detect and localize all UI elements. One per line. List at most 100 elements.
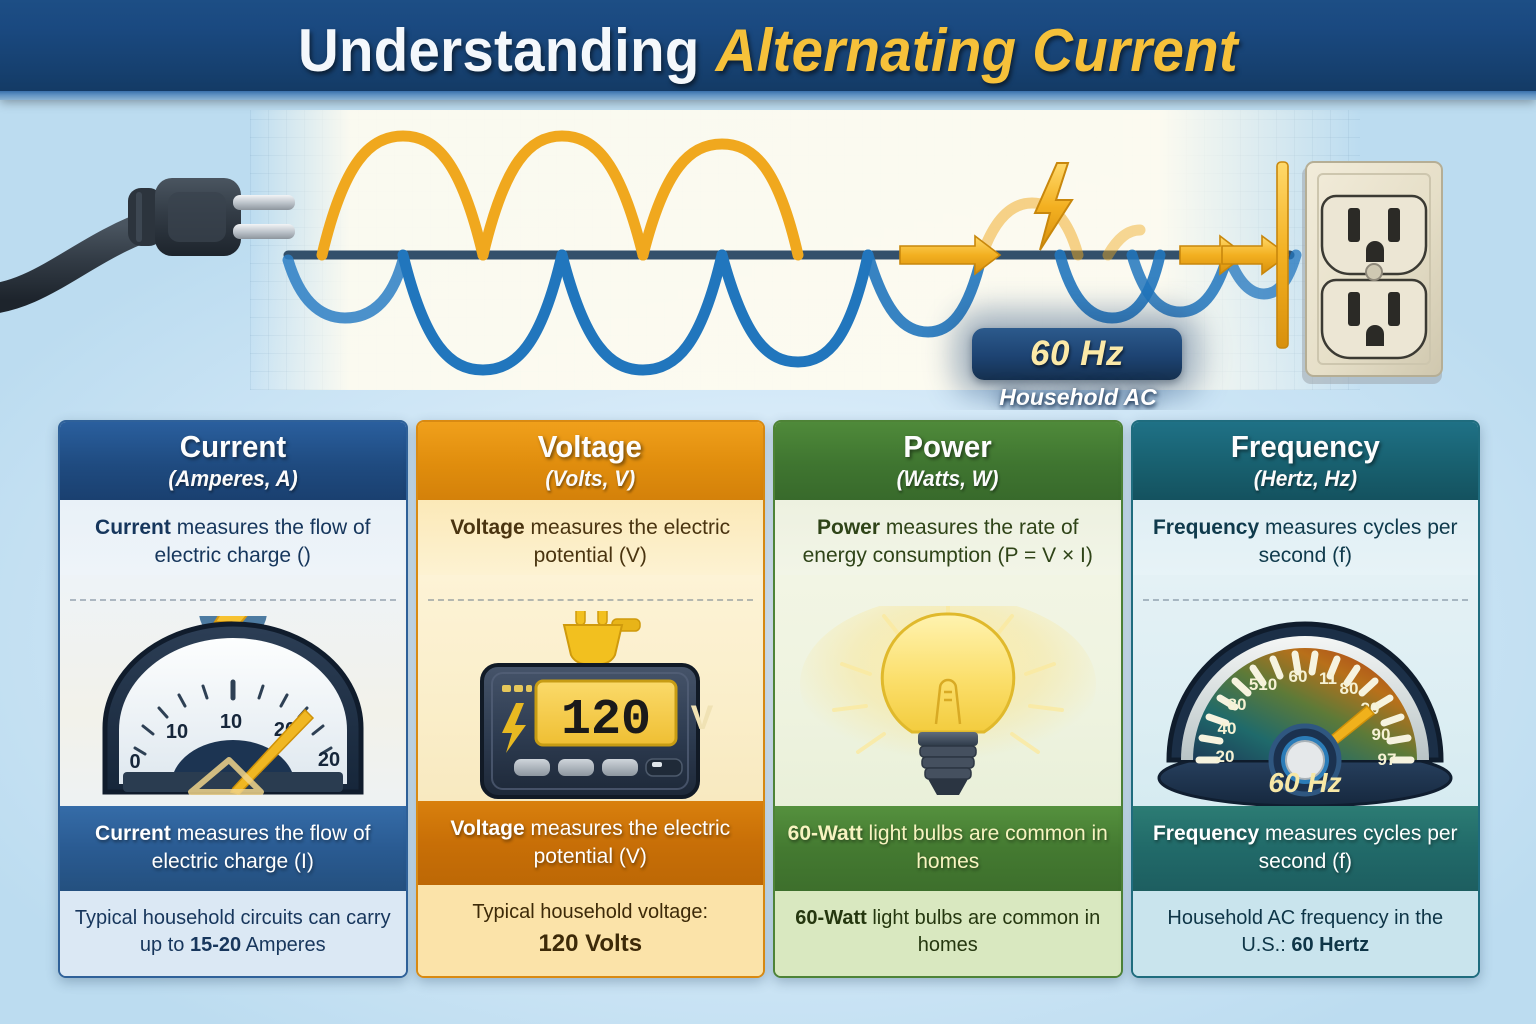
card-frequency-description: Frequency measures cycles per second (f): [1132, 500, 1478, 576]
gauge-label-0: 20: [1216, 747, 1235, 766]
card-frequency-header: Frequency (Hertz, Hz): [1132, 422, 1478, 500]
frequency-badge-caption: Household AC Frequency: [950, 384, 1206, 410]
card-frequency-footnote: Household AC frequency in the U.S.: 60 H…: [1132, 890, 1478, 976]
ac-sine-waveform-negative: [282, 249, 1302, 376]
card-current-unit: (Amperes, A): [168, 465, 298, 491]
card-power[interactable]: Power (Watts, W) Power measures the rate…: [773, 420, 1123, 978]
card-power-foot-bold: 60-Watt: [795, 906, 867, 929]
card-frequency-foot-bold: 60 Hertz: [1291, 934, 1370, 957]
card-current-desc-bold: Current: [95, 516, 171, 539]
gauge-label-0: 0: [129, 751, 140, 773]
card-power-header: Power (Watts, W): [775, 422, 1121, 500]
card-voltage-desc-rest: measures the electric potential (V): [524, 516, 731, 567]
card-frequency-artwork: 20 40 80 510 60 11 80 20 90 97: [1132, 575, 1478, 807]
divider-dashed: [70, 599, 396, 602]
concept-cards-row: Current (Amperes, A) Current measures th…: [58, 420, 1480, 978]
card-current-footnote: Typical household circuits can carry up …: [60, 890, 406, 976]
card-voltage-footnote: Typical household voltage: 120 Volts: [417, 885, 763, 976]
gauge-readout-label: 60 Hz: [1269, 767, 1342, 798]
gauge-label-3: 510: [1249, 675, 1277, 694]
card-frequency-unit: (Hertz, Hz): [1253, 465, 1357, 491]
flow-arrows: [899, 161, 1290, 349]
card-voltage-artwork: 120 V: [417, 575, 763, 801]
card-voltage-header: Voltage (Volts, V): [417, 422, 763, 500]
card-power-banner-rest: light bulbs are common in homes: [862, 822, 1108, 874]
gauge-label-2: 10: [220, 711, 242, 733]
card-power-desc-bold: Power: [817, 516, 881, 539]
gauge-label-5: 11: [1319, 669, 1337, 688]
gauge-label-1: 10: [166, 721, 188, 743]
card-current-header: Current (Amperes, A): [60, 422, 406, 500]
card-current-banner-bold: Current: [95, 822, 171, 846]
card-voltage-title: Voltage: [538, 428, 643, 464]
gauge-label-4: 20: [318, 749, 340, 771]
card-voltage-foot-pre: Typical household voltage:: [472, 901, 709, 924]
card-power-artwork: [775, 575, 1121, 807]
title-part-two: Alternating Current: [715, 16, 1238, 84]
card-frequency-title: Frequency: [1230, 428, 1380, 464]
card-current-foot-pre: Typical household circuits can carry up …: [74, 906, 391, 957]
card-frequency-foot-pre: Household AC frequency in the U.S.:: [1167, 906, 1444, 957]
card-voltage-foot-bold: 120 Volts: [538, 929, 643, 957]
card-current[interactable]: Current (Amperes, A) Current measures th…: [58, 420, 408, 978]
ac-sine-waveform-positive: [316, 130, 1146, 261]
card-voltage-description: Voltage measures the electric potential …: [417, 500, 763, 576]
gauge-label-6: 80: [1340, 679, 1359, 698]
card-current-desc-rest: measures the flow of electric charge (): [154, 516, 371, 567]
power-plug-icon: [128, 178, 295, 256]
power-cord: [0, 210, 165, 313]
card-power-footnote: 60-Watt light bulbs are common in homes: [775, 890, 1121, 976]
digital-multimeter: 120 V: [480, 610, 714, 799]
card-voltage-banner: Voltage measures the electric potential …: [417, 800, 763, 886]
divider-dashed: [1142, 599, 1468, 602]
card-voltage-banner-bold: Voltage: [450, 816, 525, 840]
card-voltage-unit: (Volts, V): [545, 465, 636, 491]
card-voltage-desc-bold: Voltage: [450, 516, 525, 539]
title-banner: Understanding Alternating Current: [0, 0, 1536, 100]
card-current-artwork: 0 10 10 20 20: [60, 575, 406, 807]
divider-dashed: [427, 599, 753, 602]
card-frequency-banner-rest: measures cycles per second (f): [1258, 822, 1458, 874]
multimeter-display-unit: V: [691, 699, 714, 737]
gauge-label-1: 40: [1218, 719, 1237, 738]
card-current-foot-post: Amperes: [241, 934, 326, 957]
card-current-description: Current measures the flow of electric ch…: [60, 500, 406, 576]
glowing-light-bulb: [799, 606, 1096, 796]
gauge-label-4: 60: [1289, 667, 1308, 686]
frequency-badge-label: 60 Hz: [1030, 334, 1124, 373]
card-power-title: Power: [903, 428, 992, 464]
multimeter-display-value: 120: [561, 692, 651, 749]
frequency-badge: 60 Hz: [972, 328, 1182, 380]
card-power-description: Power measures the rate of energy consum…: [775, 500, 1121, 576]
analog-ammeter-gauge: 0 10 10 20 20: [102, 616, 364, 796]
card-current-banner: Current measures the flow of electric ch…: [60, 806, 406, 891]
card-power-unit: (Watts, W): [896, 465, 999, 491]
card-frequency[interactable]: Frequency (Hertz, Hz) Frequency measures…: [1130, 420, 1480, 978]
frequency-gauge: 20 40 80 510 60 11 80 20 90 97: [1157, 621, 1453, 807]
gauge-label-8: 90: [1372, 725, 1391, 744]
gauge-label-2: 80: [1228, 695, 1247, 714]
page-title: Understanding Alternating Current: [298, 16, 1238, 85]
wall-outlet-icon: [1302, 161, 1443, 384]
card-power-foot-post: light bulbs are common in homes: [866, 906, 1101, 957]
yellow-plug-icon: [562, 610, 641, 665]
card-voltage[interactable]: Voltage (Volts, V) Voltage measures the …: [415, 420, 765, 978]
card-frequency-desc-bold: Frequency: [1152, 516, 1260, 539]
card-current-foot-bold: 15-20: [189, 934, 242, 957]
card-frequency-banner: Frequency measures cycles per second (f): [1132, 806, 1478, 891]
card-power-banner: 60-Watt light bulbs are common in homes: [775, 806, 1121, 891]
card-current-title: Current: [179, 428, 286, 464]
card-frequency-banner-bold: Frequency: [1152, 822, 1260, 846]
card-current-banner-rest: measures the flow of electric charge (I): [151, 822, 371, 874]
title-part-one: Understanding: [298, 16, 716, 84]
card-power-desc-rest: measures the rate of energy consumption …: [802, 516, 1093, 567]
card-frequency-desc-rest: measures cycles per second (f): [1258, 516, 1458, 567]
card-voltage-banner-rest: measures the electric potential (V): [524, 816, 731, 868]
caption-line-1: Household AC: [999, 384, 1157, 410]
gauge-label-9: 97: [1378, 750, 1397, 769]
waveform-lobe: [1054, 249, 1166, 324]
hero-waveform-section: 60 Hz Household AC Frequency: [0, 100, 1536, 410]
card-power-banner-bold: 60-Watt: [787, 822, 863, 846]
lightning-bolt-icon: [1033, 162, 1074, 251]
